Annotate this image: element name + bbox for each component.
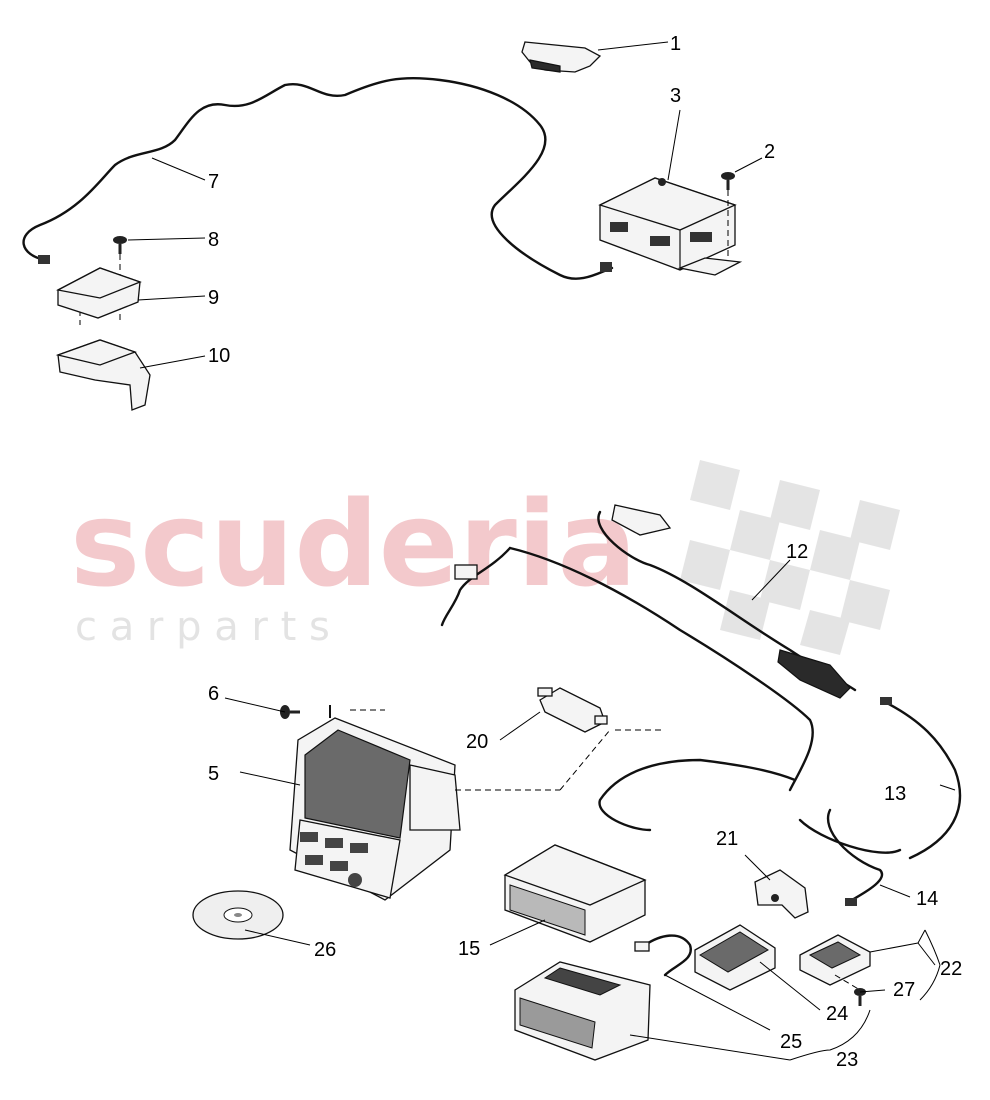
callout-5: 5: [208, 763, 219, 785]
part-10-holder: [55, 339, 151, 411]
callout-8: 8: [208, 229, 219, 251]
part-25-cable: [634, 934, 692, 977]
part-9-module: [56, 267, 142, 319]
callout-14: 14: [916, 888, 938, 910]
callout-13: 13: [884, 783, 906, 805]
leader-lines: [127, 41, 956, 1061]
part-23-holder: [514, 961, 651, 1061]
callout-23: 23: [836, 1049, 858, 1071]
callout-6: 6: [208, 683, 219, 705]
callout-22: 22: [940, 958, 962, 980]
callouts: 1 2 3 5 6 7 8 9 10 12 13 14 15 20 21 22 …: [208, 33, 962, 1071]
callout-15: 15: [458, 938, 480, 960]
part-5-head-unit: [289, 705, 461, 901]
callout-2: 2: [764, 141, 775, 163]
checkered-flag-icon: [680, 460, 900, 655]
part-14-connector: [826, 808, 884, 906]
watermark: scuderia c a r p a r t s: [70, 460, 900, 655]
callout-1: 1: [670, 33, 681, 55]
watermark-brand: scuderia: [70, 475, 637, 613]
callout-25: 25: [780, 1031, 802, 1053]
callout-24: 24: [826, 1003, 848, 1025]
dash-line-20: [559, 729, 611, 791]
part-24-module: [694, 924, 776, 991]
part-15-unit: [503, 844, 647, 943]
part-1-bracket: [521, 41, 602, 73]
part-3-control-unit: [598, 177, 743, 276]
part-20-module: [537, 687, 608, 733]
part-2-screw: [721, 172, 735, 260]
part-12-harness: [440, 504, 857, 832]
part-13-cable: [798, 697, 962, 860]
watermark-subtitle: c a r p a r t s: [75, 604, 330, 650]
callout-7: 7: [208, 171, 219, 193]
part-21-bracket: [754, 869, 809, 919]
callout-12: 12: [786, 541, 808, 563]
callout-9: 9: [208, 287, 219, 309]
callout-27: 27: [893, 979, 915, 1001]
callout-10: 10: [208, 345, 230, 367]
callout-3: 3: [670, 85, 681, 107]
part-26-disc: [192, 890, 284, 940]
part-7-cable: [22, 76, 614, 280]
callout-21: 21: [716, 828, 738, 850]
callout-20: 20: [466, 731, 488, 753]
callout-26: 26: [314, 939, 336, 961]
part-22-module: [799, 934, 871, 986]
